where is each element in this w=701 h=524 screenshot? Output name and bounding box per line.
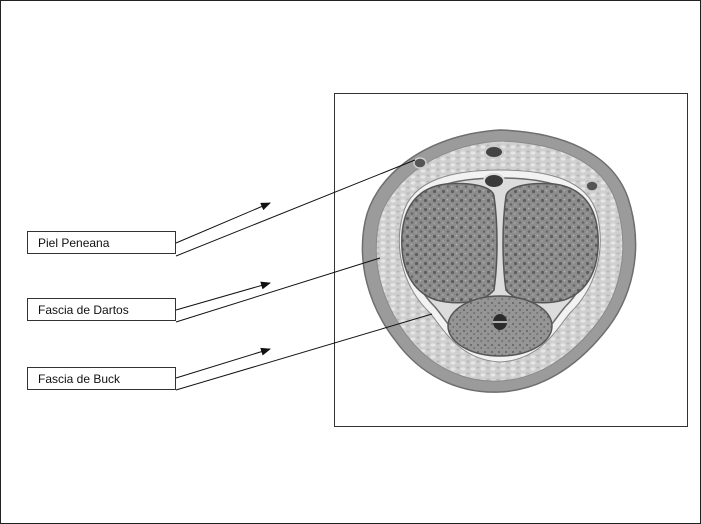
pointer-fascia-dartos: [176, 258, 380, 322]
label-fascia-buck: Fascia de Buck: [27, 367, 176, 390]
corpus-cavernosum-right: [503, 184, 598, 303]
corpus-cavernosum-left: [402, 184, 497, 303]
arrow-fascia-buck: [176, 349, 270, 378]
label-piel-peneana: Piel Peneana: [27, 231, 176, 254]
dorsal-artery-left: [414, 158, 426, 168]
penile-cross-section: [362, 130, 635, 392]
dorsal-artery-right: [586, 181, 598, 191]
deep-dorsal-vein: [484, 174, 504, 188]
label-fascia-dartos: Fascia de Dartos: [27, 298, 176, 321]
superficial-dorsal-vein: [485, 146, 503, 158]
pointer-fascia-buck: [176, 314, 432, 390]
